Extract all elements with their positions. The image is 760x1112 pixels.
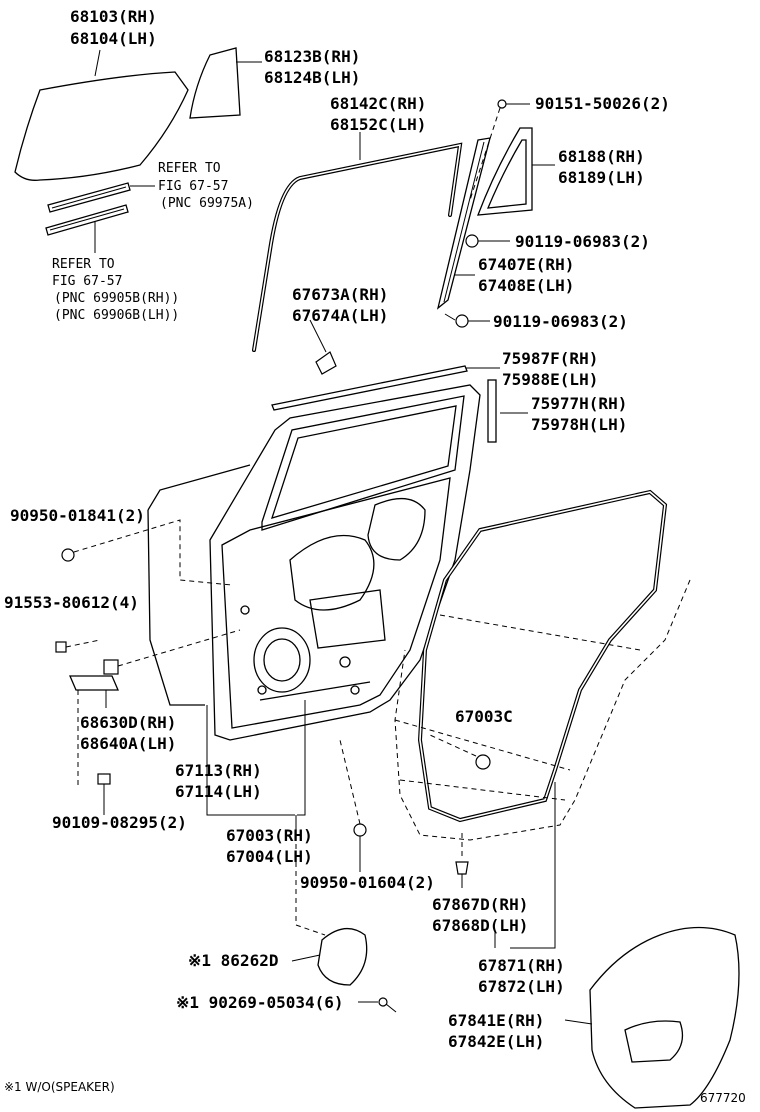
label-68640a: 68640A(LH) [80,734,176,753]
label-refer-to-1: REFER TO [158,161,221,176]
label-67113: 67113(RH) [175,761,262,780]
speaker-cover [317,928,368,986]
figure-id: 677720 [700,1091,746,1105]
bolt-90109 [97,773,111,815]
label-67114: 67114(LH) [175,782,262,801]
clip-90950-01841 [61,548,75,562]
label-67673a: 67673A(RH) [292,285,388,304]
label-90269: ※1 90269-05034(6) [176,993,344,1012]
label-68189: 68189(LH) [558,168,645,187]
outer-belt-weatherstrip [271,365,468,411]
label-75977h: 75977H(RH) [531,394,627,413]
label-86262d: ※1 86262D [188,951,278,970]
label-90109: 90109-08295(2) [52,813,187,832]
label-68124b: 68124B(LH) [264,68,360,87]
label-pnc-2b: (PNC 69906B(LH)) [54,308,179,323]
label-91553: 91553-80612(4) [4,593,139,612]
door-check-68630d [69,659,119,708]
screw-90269 [378,997,397,1013]
label-75987f: 75987F(RH) [502,349,598,368]
label-68123b: 68123B(RH) [264,47,360,66]
label-67003: 67003(RH) [226,826,313,845]
label-67003c: 67003C [455,707,513,726]
label-67407e: 67407E(RH) [478,255,574,274]
door-weatherstrip [417,489,668,823]
label-fig-1: FIG 67-57 [158,179,228,194]
bolt-90119-lower [455,314,490,328]
rear-door-panel [209,384,481,741]
label-75978h: 75978H(LH) [531,415,627,434]
grommet-67003c [475,754,491,770]
clip-67867d [455,861,469,888]
belt-moulding-upper [47,182,131,213]
quarter-glass [189,47,241,119]
label-67674a: 67674A(LH) [292,306,388,325]
screw-90151 [497,99,530,109]
door-frame-rear-edge [147,464,251,511]
label-90950-01604: 90950-01604(2) [300,873,435,892]
label-67868d: 67868D(LH) [432,916,528,935]
label-pnc-2a: (PNC 69905B(RH)) [54,291,179,306]
label-90151: 90151-50026(2) [535,94,670,113]
label-67408e: 67408E(LH) [478,276,574,295]
glass-run-channel [252,142,463,352]
label-67842e: 67842E(LH) [448,1032,544,1051]
clip-67673a [309,319,337,375]
footnote: ※1 W/O(SPEAKER) [4,1080,115,1094]
label-67841e: 67841E(RH) [448,1011,544,1030]
label-68142c: 68142C(RH) [330,94,426,113]
label-90119-lower: 90119-06983(2) [493,312,628,331]
service-hole-cover [589,926,740,1109]
label-67872: 67872(LH) [478,977,565,996]
body-opening-outline [394,579,691,841]
clip-90950-01604 [353,823,367,837]
label-68152c: 68152C(LH) [330,115,426,134]
division-bar [436,137,491,310]
label-90950-01841: 90950-01841(2) [10,506,145,525]
label-68103: 68103(RH) [70,7,157,26]
quarter-window-glass [477,127,533,216]
label-pnc-1: (PNC 69975A) [160,196,254,211]
label-68104: 68104(LH) [70,29,157,48]
pillar-garnish [487,379,497,443]
label-67004: 67004(LH) [226,847,313,866]
label-90119-upper: 90119-06983(2) [515,232,650,251]
label-refer-to-2: REFER TO [52,257,115,272]
label-75988e: 75988E(LH) [502,370,598,389]
label-68630d: 68630D(RH) [80,713,176,732]
label-67867d: 67867D(RH) [432,895,528,914]
belt-moulding-lower [45,204,129,236]
bolt-90119-upper [465,234,510,248]
bolt-91553 [55,641,67,653]
label-fig-2: FIG 67-57 [52,274,122,289]
label-68188: 68188(RH) [558,147,645,166]
door-glass [14,71,189,181]
label-67871: 67871(RH) [478,956,565,975]
